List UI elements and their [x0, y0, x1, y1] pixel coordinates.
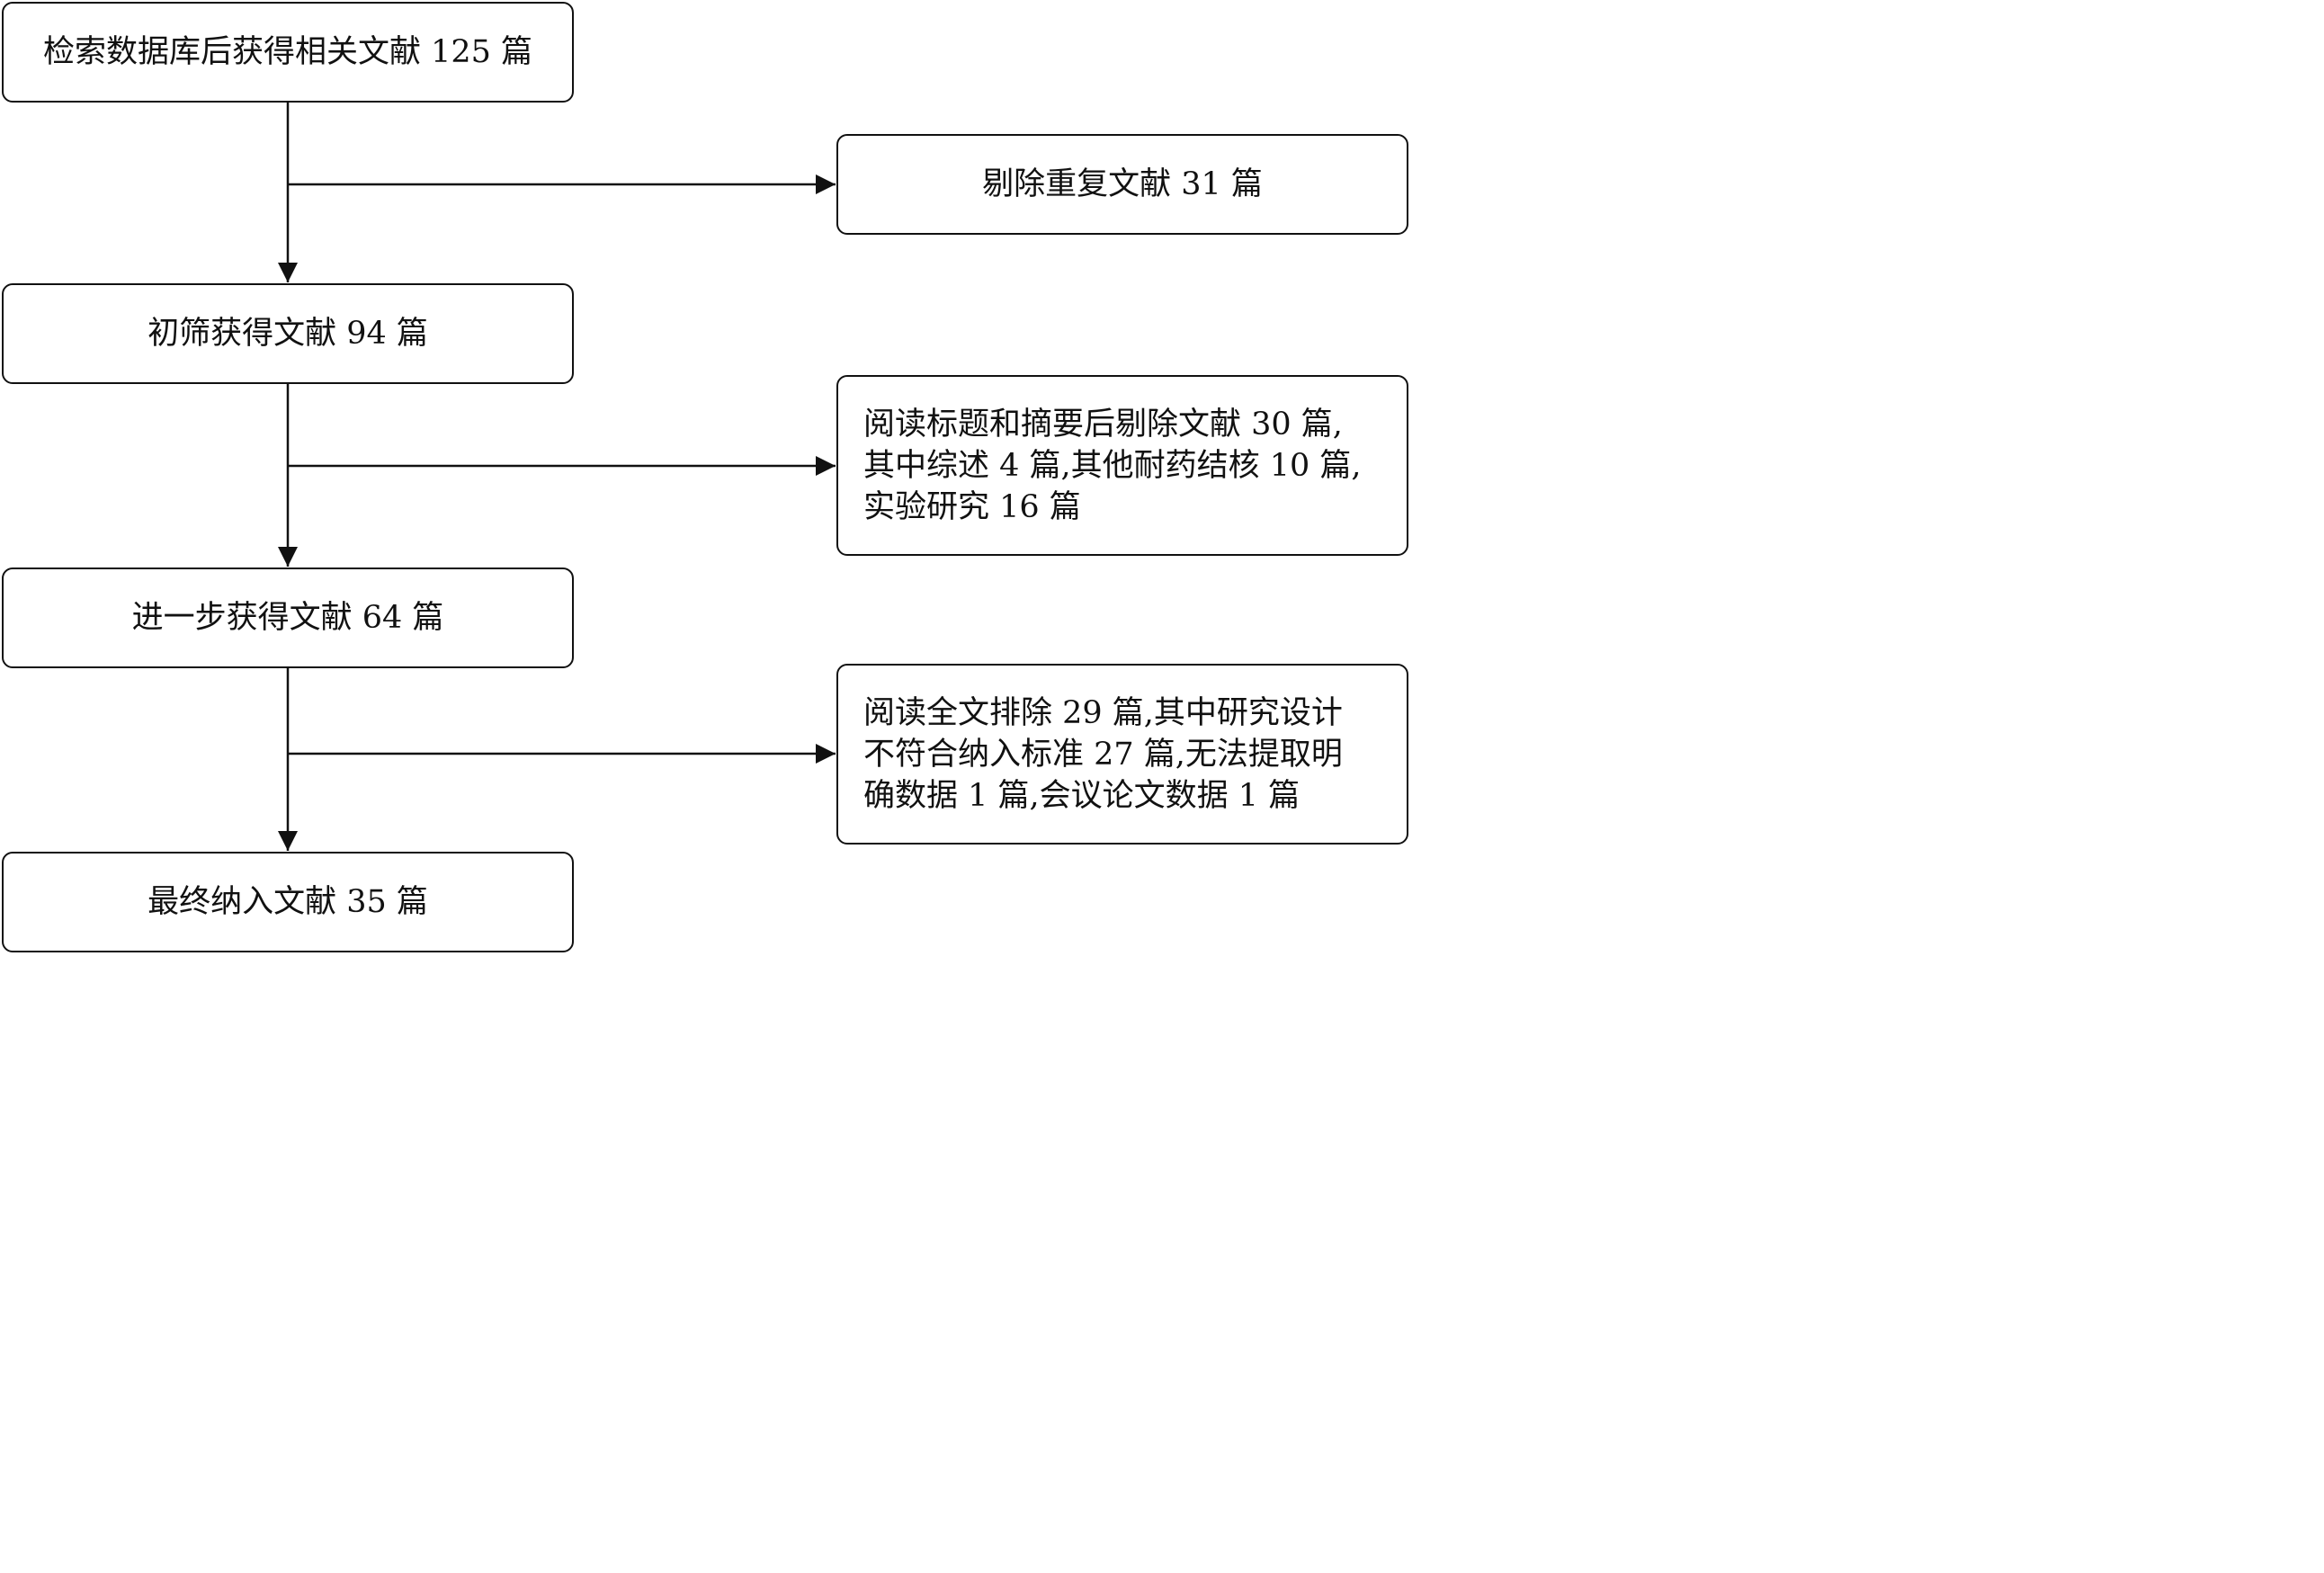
- step-box-final-included: 最终纳入文献 35 篇: [2, 852, 574, 952]
- exclusion-box-title-abstract: 阅读标题和摘要后剔除文献 30 篇, 其中综述 4 篇,其他耐药结核 10 篇,…: [836, 375, 1408, 556]
- exclusion-box-full-text: 阅读全文排除 29 篇,其中研究设计 不符合纳入标准 27 篇,无法提取明 确数…: [836, 664, 1408, 845]
- step-label-initial-screening: 初筛获得文献 94 篇: [147, 316, 428, 352]
- exclusion-label-duplicates: 剔除重复文献 31 篇: [982, 166, 1263, 202]
- exclusion-2-line-2: 其中综述 4 篇,其他耐药结核 10 篇,: [863, 447, 1362, 484]
- flowchart-connectors: [278, 102, 836, 851]
- step-label-further-screening: 进一步获得文献 64 篇: [131, 600, 444, 636]
- flowchart: 检索数据库后获得相关文献 125 篇 初筛获得文献 94 篇 进一步获得文献 6…: [0, 0, 1410, 954]
- exclusion-2-line-3: 实验研究 16 篇: [863, 488, 1081, 525]
- exclusion-3-line-3: 确数据 1 篇,会议论文数据 1 篇: [863, 777, 1301, 814]
- step-label-final-included: 最终纳入文献 35 篇: [147, 884, 428, 920]
- step-box-search: 检索数据库后获得相关文献 125 篇: [2, 2, 574, 103]
- exclusion-text-title-abstract: 阅读标题和摘要后剔除文献 30 篇, 其中综述 4 篇,其他耐药结核 10 篇,…: [863, 404, 1362, 528]
- exclusion-text-full-text: 阅读全文排除 29 篇,其中研究设计 不符合纳入标准 27 篇,无法提取明 确数…: [863, 693, 1343, 817]
- exclusion-3-line-2: 不符合纳入标准 27 篇,无法提取明: [863, 736, 1343, 773]
- exclusion-box-duplicates: 剔除重复文献 31 篇: [836, 134, 1408, 235]
- step-box-initial-screening: 初筛获得文献 94 篇: [2, 283, 574, 384]
- exclusion-2-line-1: 阅读标题和摘要后剔除文献 30 篇,: [863, 406, 1343, 442]
- exclusion-3-line-1: 阅读全文排除 29 篇,其中研究设计: [863, 694, 1343, 731]
- step-label-search: 检索数据库后获得相关文献 125 篇: [42, 34, 533, 70]
- step-box-further-screening: 进一步获得文献 64 篇: [2, 568, 574, 668]
